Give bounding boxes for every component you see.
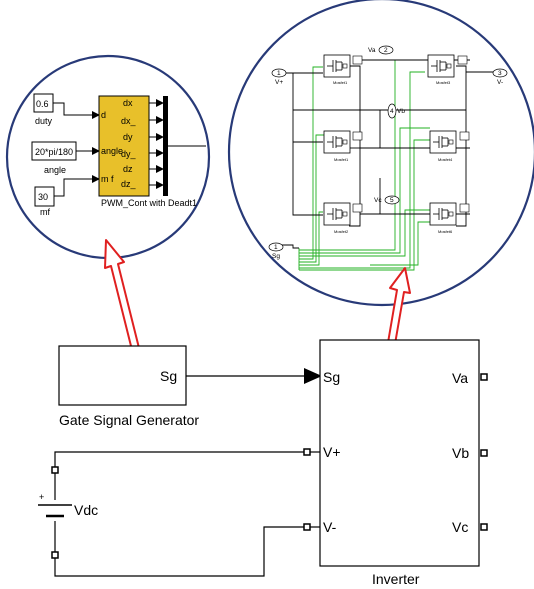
- vdc-label: Vdc: [74, 502, 98, 518]
- inverter-input-vplus: V+: [323, 444, 341, 460]
- vb-output-port[interactable]: [480, 449, 488, 457]
- mosfet-6-label: Mosfet6: [438, 229, 453, 234]
- mosfet-1-label: Mosfet1: [333, 80, 348, 85]
- inverter-input-vminus: V-: [323, 519, 337, 535]
- inverter-output-vb: Vb: [452, 445, 469, 461]
- pwm-output-dz_: dz_: [121, 179, 137, 189]
- port-vc-label: Vc: [374, 197, 382, 204]
- port-vminus[interactable]: 3 V-: [492, 68, 508, 86]
- inverter-block[interactable]: Sg V+ V- Va Vb Vc Inverter: [319, 339, 480, 587]
- port-sg-label: Sg: [272, 253, 280, 260]
- mosfet-1b[interactable]: Mosfet1: [323, 130, 363, 162]
- port-vminus-label: V-: [497, 79, 503, 86]
- power-wiring: [282, 59, 495, 249]
- dc-top-port[interactable]: [51, 466, 59, 474]
- pwm-input-angle: angle: [101, 146, 123, 156]
- mosfet-3[interactable]: Mosfet3: [427, 54, 468, 85]
- pwm-output-dz: dz: [123, 164, 133, 174]
- mosfet-6[interactable]: Mosfet6: [429, 202, 470, 234]
- port-vminus-num: 3: [498, 70, 502, 77]
- angle-value: 20*pi/180: [35, 147, 73, 157]
- gsg-port-sg: Sg: [160, 368, 177, 384]
- duty-wire: [53, 102, 100, 119]
- port-va-label: Va: [368, 47, 376, 54]
- port-vc[interactable]: 5 Vc: [374, 195, 400, 205]
- pwm-output-dy_: dy_: [121, 149, 137, 159]
- mosfet-4[interactable]: Mosfet4: [429, 130, 470, 162]
- mf-wire: [54, 175, 100, 197]
- port-vb-num: 4: [390, 108, 394, 115]
- inverter-output-vc: Vc: [452, 519, 468, 535]
- mosfet-4-label: Mosfet4: [438, 157, 453, 162]
- port-vc-num: 5: [390, 197, 394, 204]
- pwm-zoom-circle: 0.6 duty 20*pi/180 angle 30 mf d angle m…: [5, 54, 211, 260]
- pwm-output-dx: dx: [123, 98, 133, 108]
- inverter-input-sg: Sg: [323, 369, 340, 385]
- mux-bar[interactable]: [163, 96, 168, 196]
- mosfet-2[interactable]: Mosfet2: [323, 202, 363, 234]
- port-vplus-label: V+: [275, 79, 283, 86]
- vc-output-port[interactable]: [480, 523, 488, 531]
- dc-wiring: [54, 451, 320, 577]
- port-vplus-num: 1: [277, 70, 281, 77]
- dc-plus-sign: +: [39, 492, 44, 502]
- pwm-output-dx_: dx_: [121, 116, 137, 126]
- mf-label: mf: [40, 207, 50, 217]
- dc-bottom-port[interactable]: [51, 551, 59, 559]
- duty-value: 0.6: [36, 99, 49, 109]
- vminus-input-port[interactable]: [303, 523, 311, 531]
- inverter-title: Inverter: [372, 571, 420, 587]
- angle-label: angle: [44, 165, 66, 175]
- gsg-title: Gate Signal Generator: [59, 412, 199, 428]
- duty-label: duty: [35, 116, 53, 126]
- gate-signal-generator[interactable]: Sg Gate Signal Generator: [58, 345, 199, 428]
- mf-value: 30: [38, 192, 48, 202]
- pwm-output-wires: [149, 99, 164, 189]
- vplus-input-port[interactable]: [303, 448, 311, 456]
- mosfet-1[interactable]: Mosfet1: [323, 54, 363, 85]
- mosfet-2-label: Mosfet2: [334, 229, 349, 234]
- port-sg[interactable]: 1 Sg: [268, 242, 284, 260]
- pwm-input-mf: m f: [101, 174, 114, 184]
- pwm-output-dy: dy: [123, 132, 133, 142]
- dc-voltage-source[interactable]: + Vdc: [38, 492, 98, 518]
- mosfet-1b-label: Mosfet1: [334, 157, 349, 162]
- mosfet-3-label: Mosfet3: [436, 80, 451, 85]
- inverter-output-va: Va: [452, 370, 468, 386]
- va-output-port[interactable]: [480, 373, 488, 381]
- pwm-block[interactable]: [98, 95, 150, 197]
- port-vplus[interactable]: 1 V+: [271, 68, 287, 86]
- port-vb-label: Vb: [397, 108, 405, 115]
- port-sg-num: 1: [274, 244, 278, 251]
- pwm-input-d: d: [101, 110, 106, 120]
- port-va[interactable]: 2 Va: [368, 45, 394, 55]
- port-vb[interactable]: 4 Vb: [387, 103, 405, 119]
- pwm-block-name: PWM_Cont with Deadt1: [101, 198, 197, 208]
- inverter-zoom-circle: Mosfet1 Mosfet3 Mosfet1 Mosfet4 Mosfet2 …: [227, 0, 534, 307]
- port-va-num: 2: [384, 47, 388, 54]
